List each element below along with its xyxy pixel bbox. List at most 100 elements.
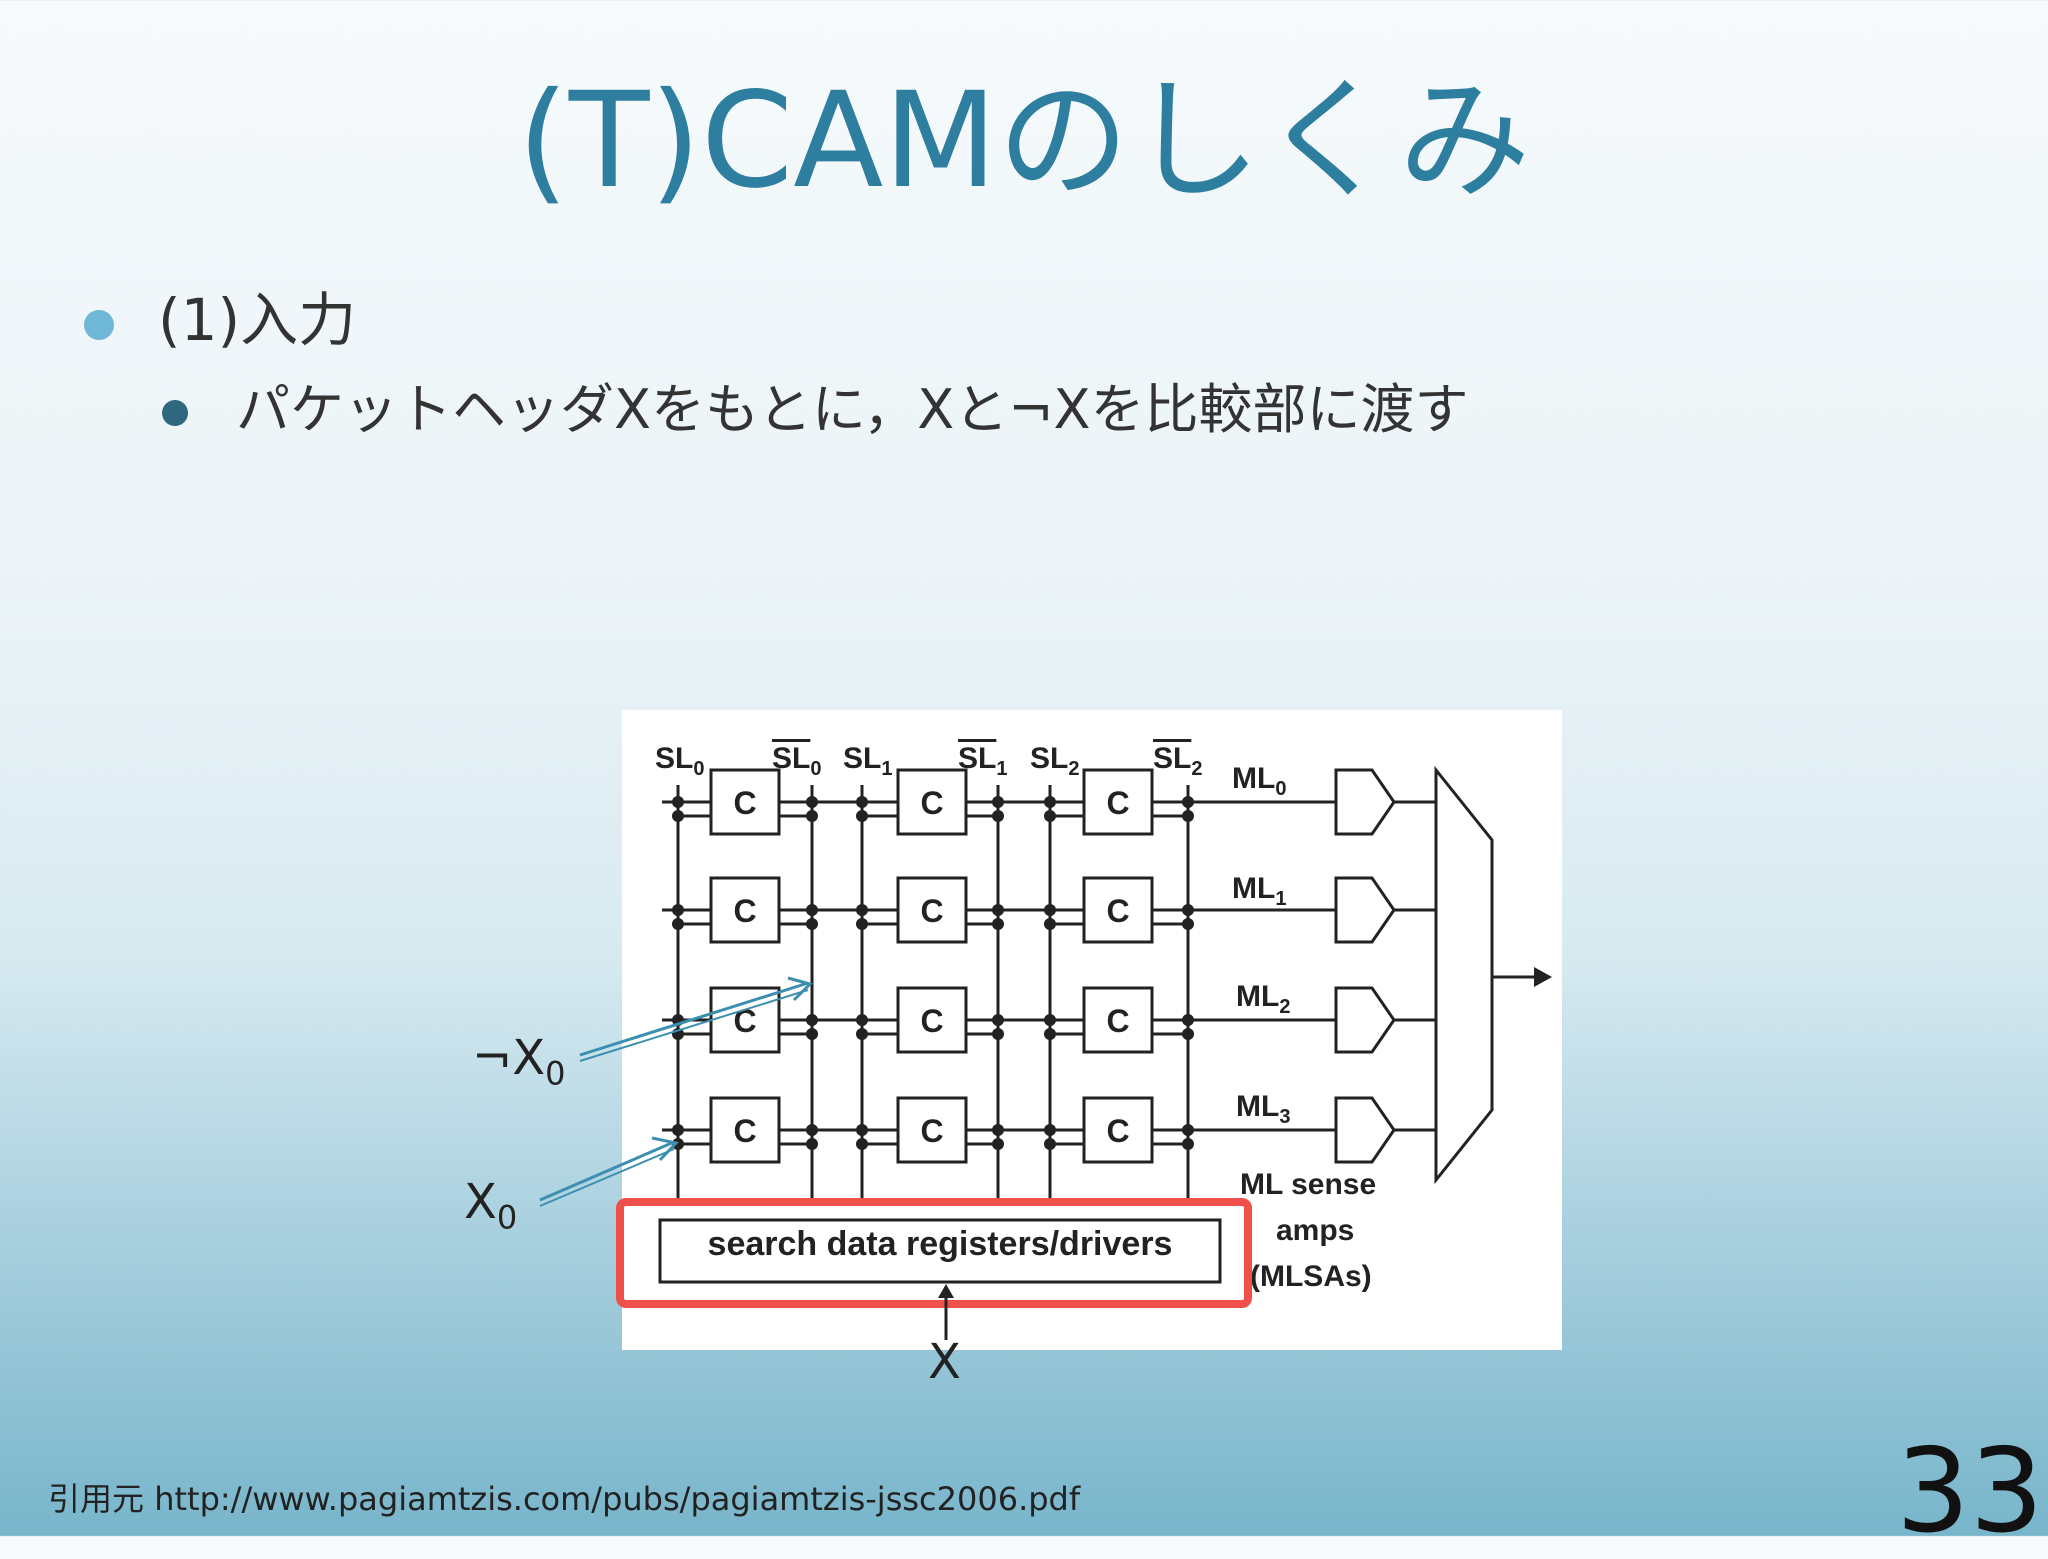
junction-dot [1182,1014,1194,1026]
junction-dot [806,1014,818,1026]
cam-cell: C [678,1096,812,1164]
sl0-bar-label: SL0 [772,742,822,780]
mlsa-label-line3: (MLSAs) [1250,1260,1372,1293]
cam-cell-box [1082,986,1154,1054]
junction-dot [856,918,868,930]
bullet-level1-text: (1)入力 [158,286,357,354]
ml-sense-amp [1334,876,1396,944]
sl2-bar-label: SL2 [1153,742,1203,780]
ml3-label: ML3 [1236,1090,1291,1128]
sl2-label: SL2 [1030,742,1080,780]
ml-sense-amp [1334,986,1396,1054]
x0-arrow [539,1140,675,1202]
cam-cell: C [862,876,998,944]
neg-x0-arrow-shadow [579,989,809,1062]
junction-dot [856,796,868,808]
x0-arrowhead-icon [651,1136,679,1162]
junction-dot [672,918,684,930]
neg-x0-arrowhead-icon [787,976,813,1002]
cam-cell: C [1050,876,1188,944]
cam-cell-box [709,876,781,944]
mlsa-label-line2: amps [1276,1214,1355,1247]
junction-dot [1182,1138,1194,1150]
page-number: 33 [1896,1424,2044,1559]
junction-dot [992,796,1004,808]
output-arrow-icon [1534,967,1552,987]
junction-dot [992,1138,1004,1150]
cam-cell-label: C [920,1003,943,1039]
junction-dot [992,1014,1004,1026]
bullet-level2-text: パケットヘッダXをもとに，Xと¬Xを比較部に渡す [236,378,1469,441]
junction-dot [806,918,818,930]
junction-dot [672,796,684,808]
junction-dot [672,810,684,822]
junction-dot [1044,1138,1056,1150]
junction-dot [806,904,818,916]
neg-x0-label: ¬X0 [472,1030,566,1093]
cam-cell-label: C [1106,893,1129,929]
cam-cell-box [896,768,968,836]
junction-dot [856,1028,868,1040]
sl0-label: SL0 [655,742,705,780]
junction-dot [992,1028,1004,1040]
cam-cell-box [1082,876,1154,944]
cam-cell-label: C [733,893,756,929]
cam-cell-box [1082,1096,1154,1164]
x0-arrow-shadow [539,1148,675,1207]
junction-dot [1044,1014,1056,1026]
cam-cell: C [862,768,998,836]
input-x-label: X [928,1334,961,1390]
junction-dot [856,1138,868,1150]
cam-cell-box [896,876,968,944]
sl1-label: SL1 [843,742,893,780]
cam-cell-box [709,986,781,1054]
junction-dot [806,796,818,808]
cam-cell: C [678,768,812,836]
source-citation: 引用元 http://www.pagiamtzis.com/pubs/pagia… [48,1474,1080,1520]
junction-dot [806,1138,818,1150]
source-label: 引用元 [48,1480,145,1518]
ml2-label: ML2 [1236,980,1291,1018]
cam-cell-label: C [920,893,943,929]
cam-cell-label: C [733,785,756,821]
cam-cell-box [896,986,968,1054]
register-highlight-box [616,1198,1252,1308]
cam-cell-label: C [1106,785,1129,821]
cam-junction-dots [672,796,1194,1150]
junction-dot [1182,1028,1194,1040]
junction-dot [992,918,1004,930]
junction-dot [856,904,868,916]
ml-sense-amp [1334,1096,1396,1164]
cam-cell-label: C [733,1003,756,1039]
x0-label: X0 [464,1174,518,1237]
junction-dot [672,904,684,916]
ml-sense-amp [1334,768,1396,836]
junction-dot [806,810,818,822]
source-url[interactable]: http://www.pagiamtzis.com/pubs/pagiamtzi… [154,1480,1081,1518]
junction-dot [1044,904,1056,916]
cam-cell: C [1050,986,1188,1054]
junction-dot [856,810,868,822]
junction-dot [1182,904,1194,916]
output-mux [1434,765,1494,1185]
cam-cell-label: C [920,1113,943,1149]
bullet-dot-icon [84,310,114,340]
junction-dot [856,1124,868,1136]
cam-cell-label: C [733,1113,756,1149]
junction-dot [856,1014,868,1026]
junction-dot [1044,810,1056,822]
cam-cell: C [862,986,998,1054]
junction-dot [672,1124,684,1136]
cam-cell-box [709,1096,781,1164]
junction-dot [1044,918,1056,930]
junction-dot [992,904,1004,916]
cam-cell: C [1050,1096,1188,1164]
junction-dot [1044,1124,1056,1136]
cam-cell: C [862,1096,998,1164]
search-data-register-label: search data registers/drivers [707,1225,1173,1263]
search-data-register-box [658,1218,1222,1284]
junction-dot [806,1028,818,1040]
junction-dot [1182,796,1194,808]
